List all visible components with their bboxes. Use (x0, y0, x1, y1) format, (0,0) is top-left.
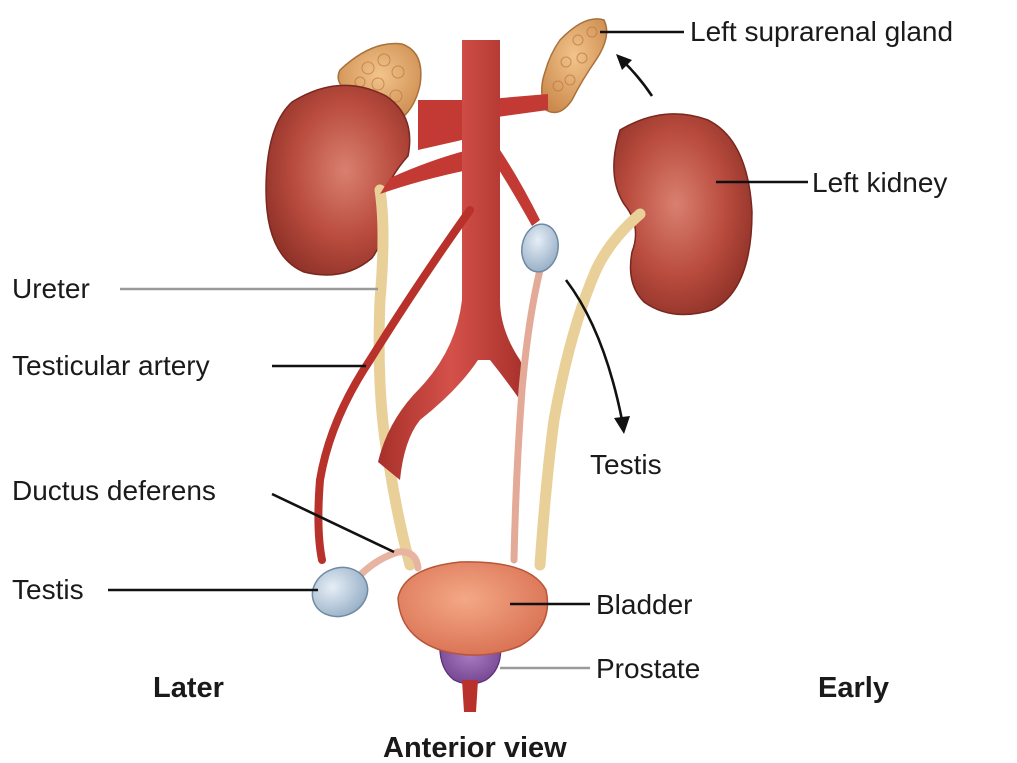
left-ureter (540, 214, 640, 565)
label-testis-left: Testis (12, 574, 84, 605)
left-suprarenal-gland (542, 19, 607, 113)
label-later: Later (153, 672, 224, 704)
ductus-deferens-leader (272, 494, 394, 552)
label-ductus-deferens: Ductus deferens (12, 475, 216, 506)
label-ureter: Ureter (12, 273, 90, 304)
label-bladder: Bladder (596, 589, 693, 620)
label-testicular-artery: Testicular artery (12, 350, 210, 381)
label-prostate: Prostate (596, 653, 700, 684)
right-ureter (379, 190, 410, 565)
testis-right-arrowhead (614, 416, 630, 434)
left-testis (518, 221, 562, 275)
label-testis-right: Testis (590, 449, 662, 480)
label-left-suprarenal-gland: Left suprarenal gland (690, 16, 953, 47)
left-ductus-deferens (514, 270, 540, 560)
bladder (398, 562, 548, 655)
label-left-kidney: Left kidney (812, 167, 947, 198)
suprarenal-arrow (624, 62, 652, 96)
label-early: Early (818, 672, 889, 704)
caption-anterior-view: Anterior view (383, 732, 567, 763)
urethra (462, 680, 478, 712)
